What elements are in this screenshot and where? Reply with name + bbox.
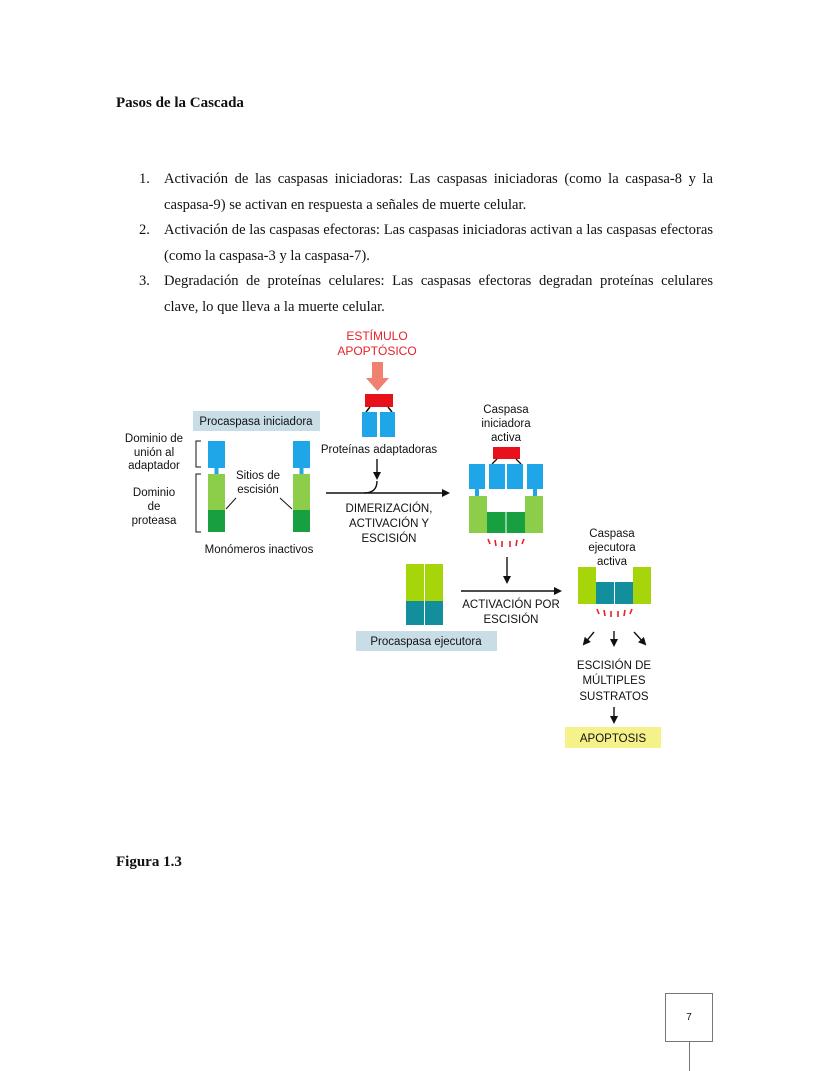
initiator-label: Procaspasa iniciadora [199, 416, 313, 428]
protease-domain-bracket [195, 473, 201, 533]
apoptosis-bg [565, 727, 661, 748]
stimulus-arrow [366, 362, 389, 391]
merge-curve [326, 480, 378, 494]
step-item: 1. Activación de las caspasas iniciadoras… [136, 167, 713, 218]
inactive-monomer [293, 441, 310, 532]
cleavage-pointer [279, 497, 293, 510]
active-executioner-label: Caspasa [589, 528, 635, 540]
inactive-monomer [208, 441, 225, 532]
stimulus-label: APOPTÓSICO [337, 343, 416, 358]
active-initiator-label: Caspasa [483, 404, 529, 416]
page-number-box: 7 [665, 993, 713, 1042]
step-item: 3. Degradación de proteínas celulares: La… [136, 269, 713, 320]
active-initiator-label: iniciadora [481, 418, 531, 430]
executioner-procaspase [406, 564, 443, 625]
adapter-domain-label: unión al [134, 447, 174, 459]
initiator-label-bg [193, 411, 320, 431]
protease-domain-label: de [148, 501, 161, 513]
active-executioner-activity-marks [596, 608, 633, 617]
substrate-arrow [582, 631, 595, 646]
cleavage-sites-label: escisión [237, 484, 279, 496]
active-executioner-label: activa [597, 556, 628, 568]
active-executioner-label: ejecutora [588, 542, 636, 554]
dimerization-label: ESCISIÓN [362, 532, 417, 545]
stimulus-label: ESTÍMULO [346, 328, 407, 343]
executioner-label-bg [356, 631, 497, 651]
substrate-arrow [633, 631, 647, 646]
activation-label: ACTIVACIÓN POR [462, 598, 560, 611]
step-number: 2. [139, 222, 150, 238]
executioner-label: Procaspasa ejecutora [370, 636, 482, 648]
step-number: 3. [139, 273, 150, 289]
protease-domain-label: Dominio [133, 487, 175, 499]
active-initiator-activity-marks [487, 538, 525, 547]
protease-domain-label: proteasa [132, 515, 177, 527]
substrates-label: SUSTRATOS [579, 691, 649, 703]
step-text: Activación de las caspasas efectoras: La… [164, 222, 713, 264]
cleavage-pointer [225, 497, 237, 510]
step-text: Degradación de proteínas celulares: Las … [164, 273, 713, 315]
adapter-complex [362, 394, 395, 437]
adapter-domain-label: Dominio de [125, 433, 183, 445]
inactive-monomers-label: Monómeros inactivos [205, 544, 314, 556]
page-number: 7 [686, 1012, 692, 1023]
figure-caption: Figura 1.3 [116, 854, 182, 870]
adapter-domain-label: adaptador [128, 460, 180, 472]
dimerization-label: ACTIVACIÓN Y [349, 517, 429, 530]
page-number-line [689, 1041, 690, 1071]
active-initiator-label: activa [491, 432, 522, 444]
step-number: 1. [139, 171, 150, 187]
adapter-domain-bracket [195, 440, 201, 468]
step-text: Activación de las caspasas iniciadoras: … [164, 171, 713, 213]
active-initiator-complex [469, 447, 543, 533]
active-executioner-complex [578, 567, 651, 604]
step-item: 2. Activación de las caspasas efectoras: … [136, 218, 713, 269]
activation-label: ESCISIÓN [484, 613, 539, 626]
adapter-proteins-label: Proteínas adaptadoras [321, 444, 438, 456]
cleavage-sites-label: Sitios de [236, 470, 280, 482]
dimerization-label: DIMERIZACIÓN, [346, 502, 433, 515]
substrates-label: MÚLTIPLES [582, 674, 645, 687]
steps-list: 1. Activación de las caspasas iniciadoras… [136, 167, 713, 320]
apoptosis-label: APOPTOSIS [580, 733, 647, 745]
substrates-label: ESCISIÓN DE [577, 659, 651, 672]
section-heading: Pasos de la Cascada [116, 95, 244, 111]
